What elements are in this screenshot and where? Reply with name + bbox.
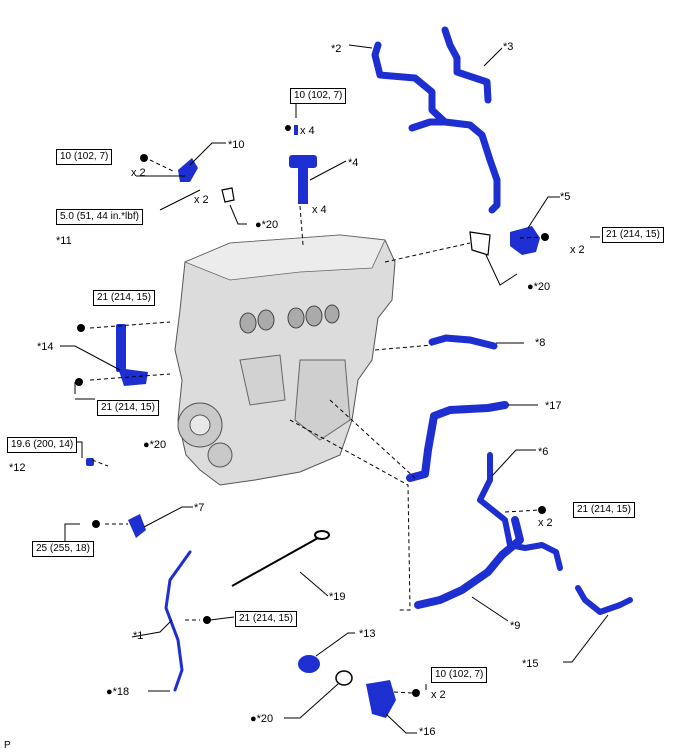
part-19-dipstick (231, 530, 330, 587)
qty-label-6: x 2 (538, 517, 553, 529)
part-label-1: *1 (133, 630, 144, 642)
part-10-sensor (178, 158, 198, 182)
part-3-hose (441, 26, 492, 104)
part-15-hose (575, 585, 633, 615)
part-label-17: *17 (545, 400, 562, 412)
part-20-gasket-bottom (335, 670, 353, 686)
part-label-20-left: ●*20 (143, 439, 167, 451)
part-label-10: *10 (228, 139, 245, 151)
torque-box-7: 25 (255, 18) (32, 541, 94, 557)
torque-box-14-lower: 21 (214, 15) (97, 400, 159, 416)
part-20-gasket-mid (469, 231, 491, 256)
part-12-sensor (86, 458, 94, 466)
part-label-19: *19 (329, 591, 346, 603)
part-8-hose (428, 334, 498, 350)
engine-block (174, 234, 396, 486)
leader-lines (60, 44, 609, 734)
part-9-pipe (414, 516, 524, 609)
corner-mark: P (4, 740, 11, 751)
part-label-6: *6 (538, 446, 549, 458)
torque-box-14-upper: 21 (214, 15) (93, 290, 155, 306)
part-label-15: *15 (522, 658, 539, 670)
part-5-outlet (510, 226, 540, 255)
dashed-lines (89, 159, 546, 694)
part-label-20-right: ●*20 (527, 281, 551, 293)
torque-box-5: 21 (214, 15) (602, 227, 664, 243)
part-label-3: *3 (503, 41, 514, 53)
part-label-4: *4 (348, 157, 359, 169)
part-13-cap (298, 655, 320, 673)
part-label-12: *12 (9, 462, 26, 474)
part-7-sensor (128, 514, 146, 538)
torque-box-16: 10 (102, 7) (431, 667, 488, 683)
torque-box-1: 21 (214, 15) (235, 611, 297, 627)
torque-box-12: 19.6 (200, 14) (7, 437, 78, 453)
part-label-5: *5 (560, 191, 571, 203)
part-label-11: *11 (56, 235, 72, 247)
part-label-9: *9 (510, 620, 521, 632)
torque-box-coil-bolts: 10 (102, 7) (290, 88, 347, 104)
part-label-16: *16 (419, 726, 436, 738)
torque-box-10: 10 (102, 7) (56, 149, 113, 165)
torque-box-6: 21 (214, 15) (573, 502, 635, 518)
qty-label-bolts-top: x 4 (300, 125, 315, 137)
part-label-7: *7 (194, 502, 205, 514)
qty-label-coil: x 4 (312, 204, 327, 216)
part-label-14: *14 (37, 341, 54, 353)
bolts (75, 125, 549, 697)
part-1-guide (164, 550, 192, 692)
part-4-ignition-coil (289, 125, 317, 204)
part-label-13: *13 (359, 628, 376, 640)
part-label-20-top: ●*20 (255, 219, 279, 231)
qty-label-10: x 2 (131, 167, 146, 179)
qty-label-5: x 2 (570, 244, 585, 256)
part-17-hose (406, 401, 509, 482)
part-2-hose (371, 41, 501, 214)
part-label-2: *2 (331, 43, 342, 55)
part-6-pipe (477, 452, 563, 571)
part-16-inlet (366, 680, 396, 718)
part-label-20-bottom: ●*20 (250, 713, 274, 725)
qty-label-11: x 2 (194, 194, 209, 206)
part-label-18: ●*18 (106, 686, 130, 698)
part-label-8: *8 (535, 337, 546, 349)
part-20-gasket-top (221, 187, 235, 203)
qty-label-16: x 2 (431, 689, 446, 701)
torque-box-11: 5.0 (51, 44 in.*lbf) (56, 209, 143, 225)
